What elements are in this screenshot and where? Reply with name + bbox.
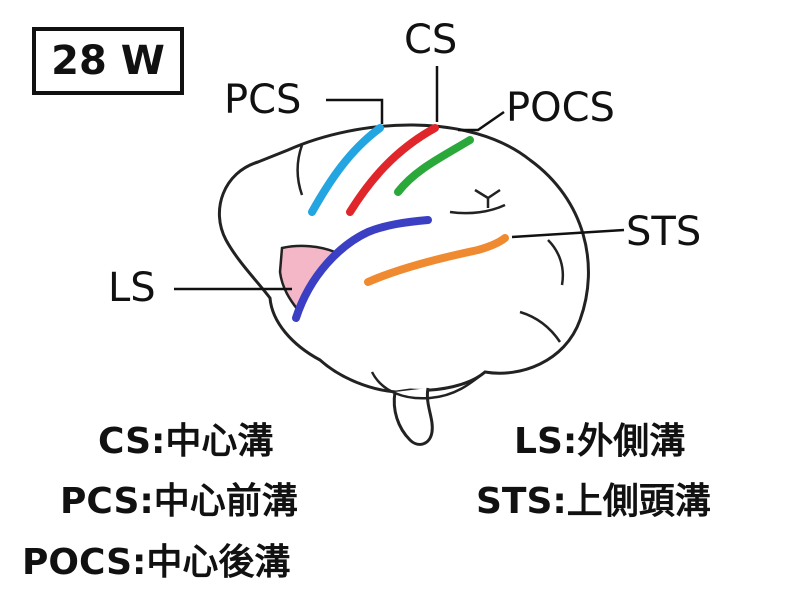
ls-sulcus — [292, 216, 432, 322]
legend-pcs: PCS:中心前溝 — [60, 481, 298, 522]
minor-sulcus-inferior — [519, 310, 562, 343]
minor-sulcus-occipital — [547, 239, 565, 286]
brain-outline — [217, 123, 590, 394]
gestational-week-label: 28 W — [32, 27, 184, 95]
minor-sulcus-temporal — [449, 203, 506, 215]
legend-cs: CS:中心溝 — [98, 421, 274, 462]
pcs-callout-label: PCS — [224, 77, 302, 123]
legend-sts: STS:上側頭溝 — [476, 481, 711, 522]
pocs-callout-label: POCS — [506, 85, 615, 131]
minor-sulcus-parietal — [474, 188, 501, 208]
sts-sulcus — [364, 234, 509, 286]
ls-callout-label: LS — [108, 265, 156, 311]
sts-leader-line — [511, 228, 625, 239]
pocs-sulcus — [394, 136, 474, 196]
cs-sulcus — [346, 124, 439, 216]
minor-sulcus-frontal — [296, 144, 304, 196]
legend-pocs: POCS:中心後溝 — [22, 542, 291, 583]
brainstem — [392, 387, 434, 446]
sts-callout-label: STS — [626, 209, 702, 255]
legend-ls: LS:外側溝 — [514, 421, 686, 462]
cs-callout-label: CS — [404, 17, 458, 63]
pcs-sulcus — [308, 124, 384, 216]
pcs-leader-line — [326, 98, 384, 124]
cerebellum-line — [370, 371, 486, 400]
pocs-leader-line — [458, 110, 505, 132]
